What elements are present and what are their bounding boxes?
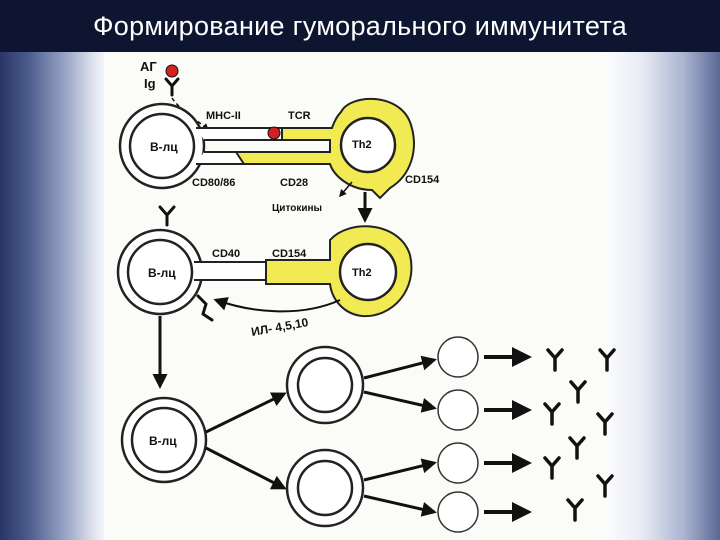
b-cell-3 — [120, 396, 208, 484]
b-cell-1-label: В-лц — [150, 140, 178, 154]
ig-label: Ig — [144, 76, 156, 91]
tcr-label: TCR — [288, 110, 311, 122]
clone-cell-upper — [285, 345, 365, 425]
cytokines-arrow — [339, 181, 353, 198]
cd80-86-label: CD80/86 — [192, 177, 235, 189]
b-cell-3-label: В-лц — [149, 434, 177, 448]
arrow-upper-to-plasma-1 — [363, 355, 437, 380]
cd154-label-2: CD154 — [272, 248, 307, 260]
antibody-3 — [569, 380, 587, 404]
il-label: ИЛ- 4,5,10 — [250, 315, 310, 339]
antibody-5 — [596, 412, 614, 436]
free-antibody-1 — [158, 205, 176, 227]
cd28-label: CD28 — [280, 177, 308, 189]
th2-cell-1-label: Th2 — [352, 139, 372, 151]
plasma-cell-2 — [437, 389, 479, 431]
antibody-4 — [543, 402, 561, 426]
plasma-cell-1 — [437, 336, 479, 378]
cd40-label: CD40 — [212, 248, 240, 260]
right-decorative-band — [600, 52, 720, 540]
b-cell-2 — [116, 228, 276, 316]
arrow-upper-to-plasma-2 — [363, 390, 437, 413]
left-decorative-band — [0, 52, 110, 540]
il-arrow — [213, 297, 341, 313]
clone-cell-lower — [285, 448, 365, 528]
antibody-2 — [598, 348, 616, 372]
antigen-on-ig — [164, 64, 180, 97]
il-receptor — [196, 294, 214, 322]
th2-cell-2 — [265, 225, 413, 318]
antibody-6 — [568, 436, 586, 460]
slide-title: Формирование гуморального иммунитета — [92, 11, 628, 41]
b-cell-2-label: В-лц — [148, 266, 176, 280]
mhc2-label: МНС-II — [206, 110, 241, 122]
antibody-7 — [543, 456, 561, 480]
ag-label: АГ — [140, 59, 157, 74]
th2-cell-1 — [234, 97, 415, 200]
antibody-9 — [566, 498, 584, 522]
antibody-1 — [546, 348, 564, 372]
antibody-8 — [596, 474, 614, 498]
cd154-label-1: CD154 — [405, 174, 440, 186]
title-bar — [0, 0, 720, 52]
arrow-to-clone-upper — [205, 392, 287, 434]
plasma-cell-3 — [437, 442, 479, 484]
cytokines-label: Цитокины — [272, 203, 322, 214]
arrow-lower-to-plasma-4 — [363, 494, 437, 517]
th2-cell-2-label: Th2 — [352, 267, 372, 279]
mhc-antigen-dot — [267, 126, 281, 140]
arrow-lower-to-plasma-3 — [363, 458, 437, 482]
arrow-to-clone-lower — [205, 446, 287, 490]
plasma-cell-4 — [437, 491, 479, 533]
